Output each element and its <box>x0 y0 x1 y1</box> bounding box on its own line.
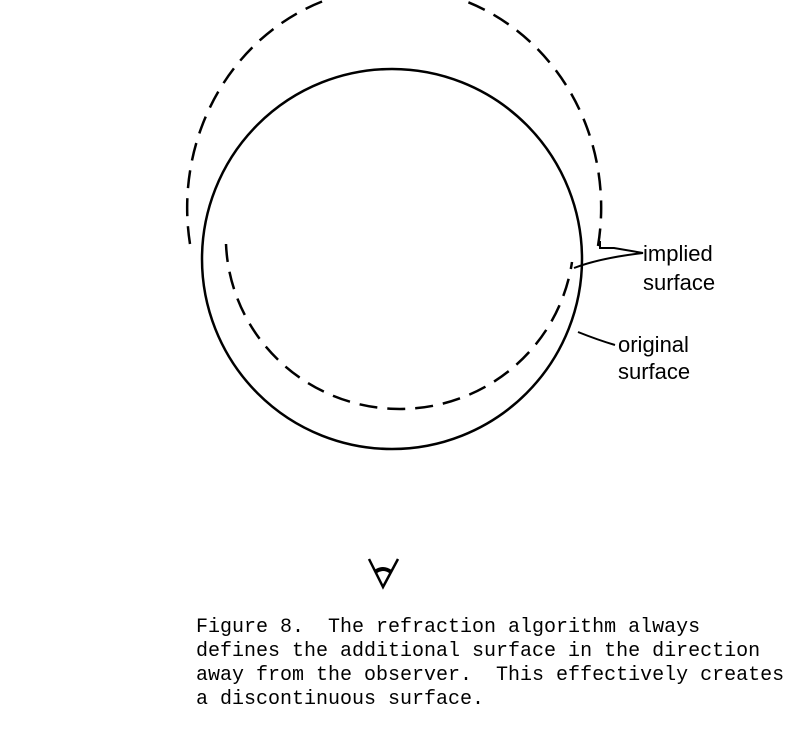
implied-surface-outer-arc <box>185 0 603 247</box>
original-surface-leader <box>577 331 616 346</box>
refraction-diagram: implied surface original surface <box>185 0 719 590</box>
implied-surface-label: implied surface <box>643 241 719 295</box>
original-surface-label: original surface <box>618 332 695 384</box>
original-surface-circle <box>200 67 584 451</box>
observer-eye-icon <box>367 558 400 590</box>
figure-caption: Figure 8. The refraction algorithm alway… <box>196 616 785 711</box>
implied-surface-inner-arc <box>224 243 574 411</box>
implied-surface-leader <box>573 241 644 269</box>
